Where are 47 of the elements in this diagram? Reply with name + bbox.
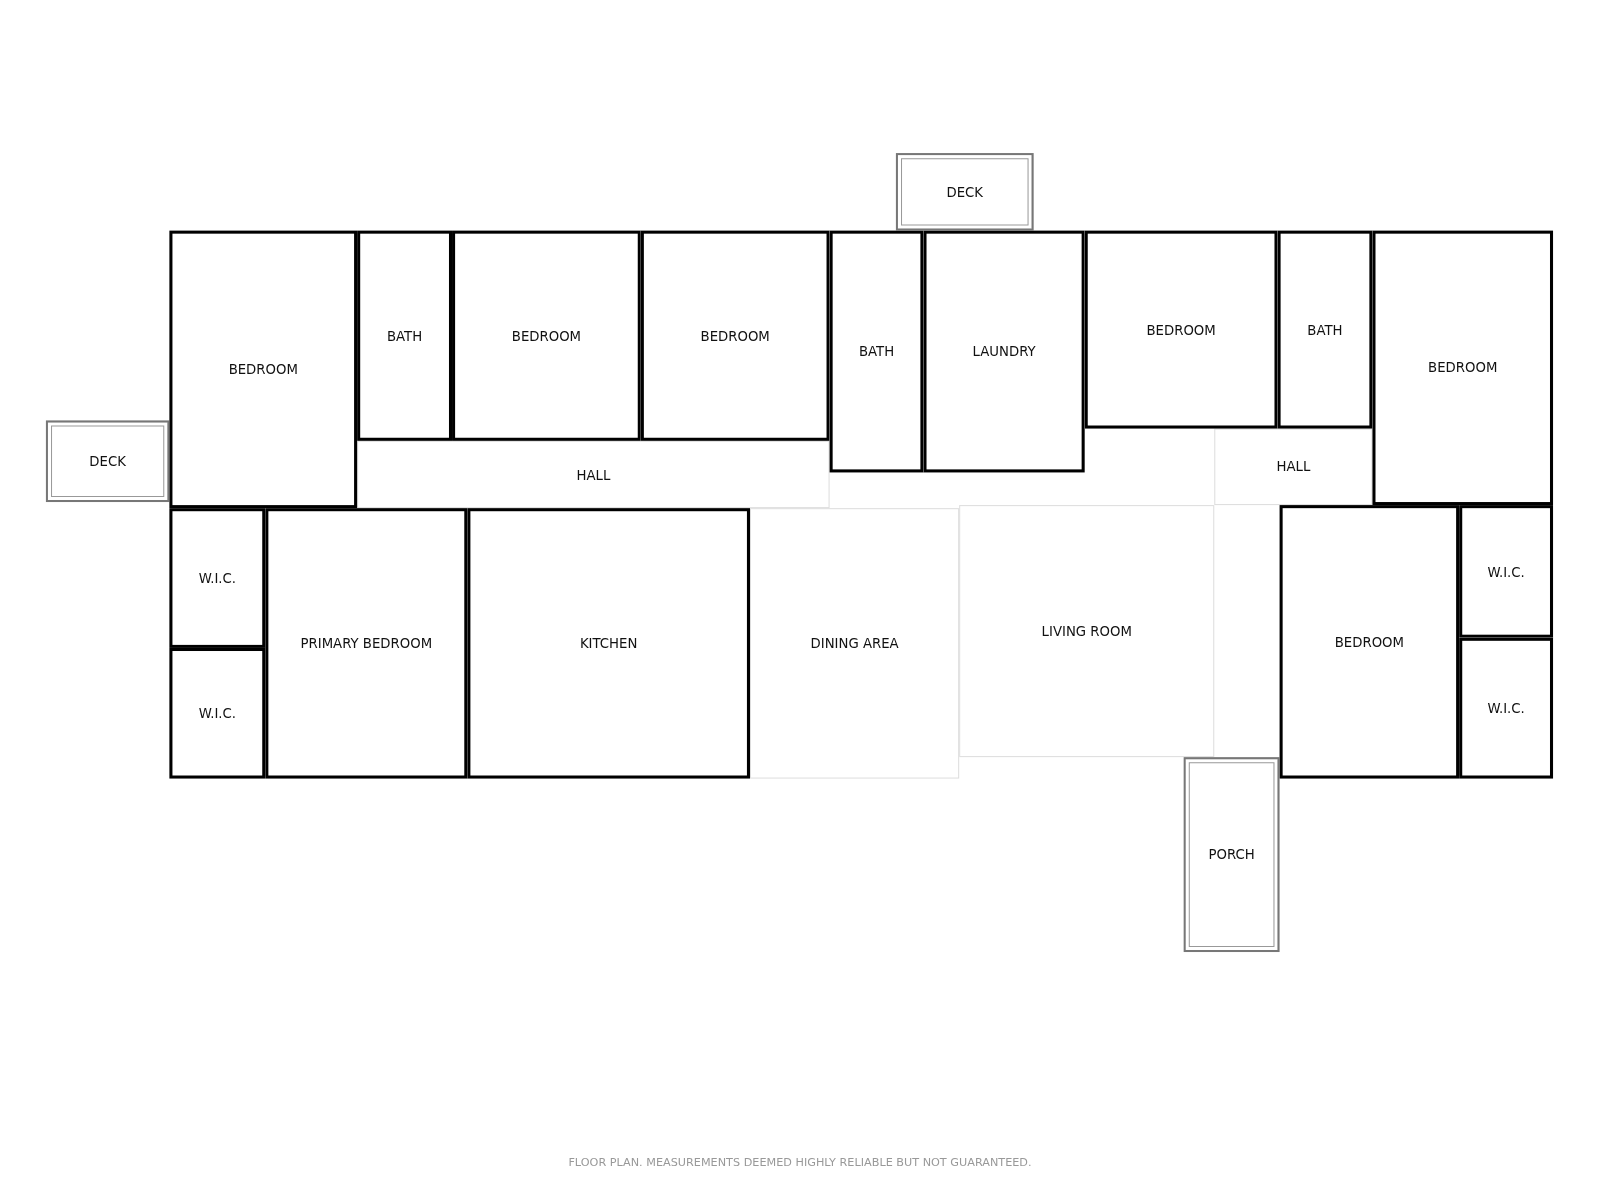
dining-area [750, 508, 960, 779]
room-label: DECK [946, 184, 984, 200]
bedroom [1372, 230, 1554, 506]
room-label: BEDROOM [1428, 360, 1498, 376]
room-label: BEDROOM [1334, 634, 1404, 650]
room-label: PORCH [1208, 846, 1255, 863]
deck [895, 153, 1034, 231]
bedroom [452, 230, 641, 441]
living-room [959, 505, 1215, 758]
room-label: BEDROOM [511, 328, 582, 344]
room-label: W.I.C. [198, 570, 237, 586]
walk-in-closet [169, 647, 266, 779]
bathroom [829, 230, 924, 473]
bedroom [265, 508, 468, 779]
disclaimer-note: FLOOR PLAN. MEASUREMENTS DEEMED HIGHLY RELIABLE BUT NOT GUARANTEED. [568, 1156, 1032, 1170]
room-label: BATH [1307, 321, 1343, 338]
room-label: W.I.C. [1487, 700, 1525, 716]
room-label: LIVING ROOM [1041, 623, 1132, 639]
bathroom [1277, 230, 1373, 429]
kitchen [467, 508, 750, 779]
room-label: BEDROOM [1146, 321, 1216, 338]
room-label: HALL [1276, 459, 1311, 475]
room-label: W.I.C. [198, 705, 237, 721]
bedroom [1279, 505, 1460, 779]
walk-in-closet [1459, 505, 1554, 638]
room-label: HALL [576, 466, 611, 483]
walk-in-closet [169, 508, 266, 648]
room-label: BEDROOM [700, 328, 770, 344]
deck [45, 420, 170, 503]
room-label: DECK [89, 453, 126, 469]
room-label: BEDROOM [228, 361, 298, 378]
bathroom [357, 230, 453, 441]
room-label: DINING AREA [810, 635, 899, 651]
hallway [1214, 428, 1373, 506]
room-label: KITCHEN [579, 635, 638, 651]
room-label: BATH [858, 343, 895, 360]
room-label: BATH [386, 328, 423, 344]
porch [1183, 757, 1280, 953]
laundry-room [923, 230, 1085, 473]
room-label: PRIMARY BEDROOM [300, 635, 433, 651]
room-label: LAUNDRY [972, 343, 1036, 360]
bedroom [169, 230, 358, 509]
hallway [357, 440, 830, 509]
walk-in-closet [1459, 637, 1554, 779]
bedroom [640, 230, 830, 441]
room-label: W.I.C. [1487, 563, 1525, 580]
bedroom [1084, 230, 1278, 429]
